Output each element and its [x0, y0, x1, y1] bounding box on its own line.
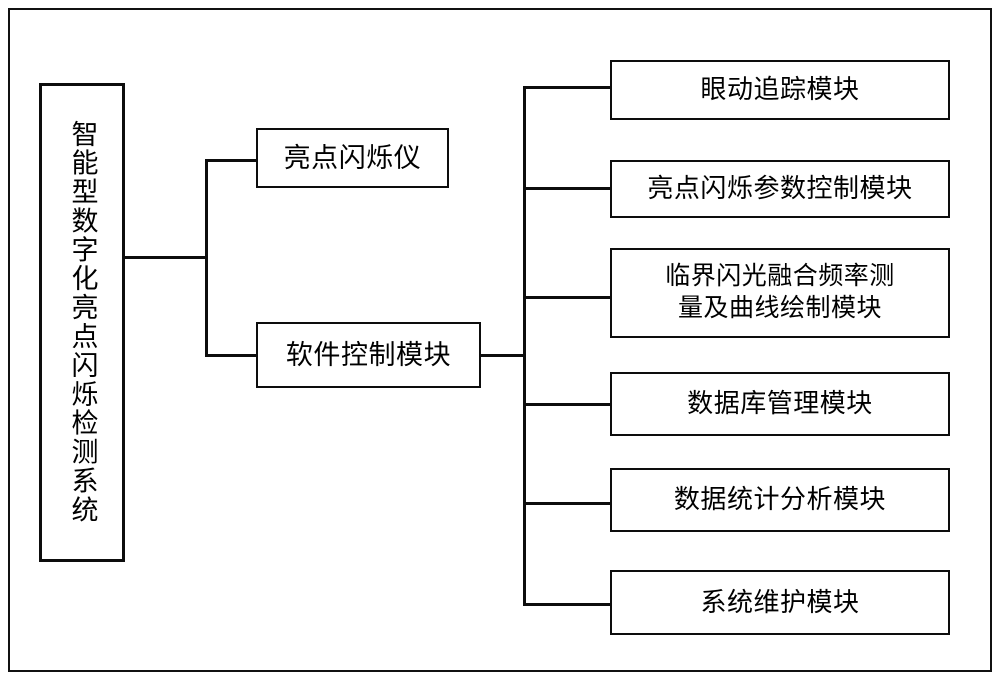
node-flicker-device[interactable]: 亮点闪烁仪 [256, 128, 449, 188]
node-eye-tracking-module-label: 眼动追踪模块 [700, 75, 860, 105]
connector-branch-eye [523, 86, 612, 89]
connector-branch-db [523, 403, 612, 406]
node-system-maintenance-module-label: 系统维护模块 [700, 587, 860, 617]
connector-right-trunk [523, 86, 526, 606]
figure-outer-frame [8, 8, 992, 672]
connector-trunk-to-device [205, 159, 258, 162]
connector-branch-maintain [523, 603, 612, 606]
connector-branch-param [523, 187, 612, 190]
connector-root-to-trunk [125, 256, 207, 259]
node-database-management-module[interactable]: 数据库管理模块 [610, 372, 950, 436]
connector-software-to-trunk [479, 354, 526, 357]
node-flicker-device-label: 亮点闪烁仪 [283, 142, 422, 173]
node-cff-measurement-curve-module-label: 临界闪光融合频率测 量及曲线绘制模块 [665, 263, 895, 322]
node-software-control-module[interactable]: 软件控制模块 [256, 322, 481, 388]
connector-branch-stats [523, 502, 612, 505]
node-software-control-module-label: 软件控制模块 [285, 339, 452, 370]
node-cff-measurement-curve-module[interactable]: 临界闪光融合频率测 量及曲线绘制模块 [610, 248, 950, 338]
connector-left-trunk [205, 159, 208, 357]
connector-trunk-to-software [205, 354, 258, 357]
node-statistical-analysis-module-label: 数据统计分析模块 [673, 485, 887, 515]
node-flicker-parameter-control-module[interactable]: 亮点闪烁参数控制模块 [610, 160, 950, 218]
node-root-system[interactable]: 智能型数字化亮点闪烁检测系统 [39, 83, 125, 562]
connector-branch-cff [523, 296, 612, 299]
node-eye-tracking-module[interactable]: 眼动追踪模块 [610, 60, 950, 120]
node-flicker-parameter-control-module-label: 亮点闪烁参数控制模块 [647, 174, 913, 204]
node-root-label: 智能型数字化亮点闪烁检测系统 [67, 120, 98, 525]
node-database-management-module-label: 数据库管理模块 [687, 389, 873, 419]
node-system-maintenance-module[interactable]: 系统维护模块 [610, 570, 950, 635]
node-statistical-analysis-module[interactable]: 数据统计分析模块 [610, 468, 950, 532]
